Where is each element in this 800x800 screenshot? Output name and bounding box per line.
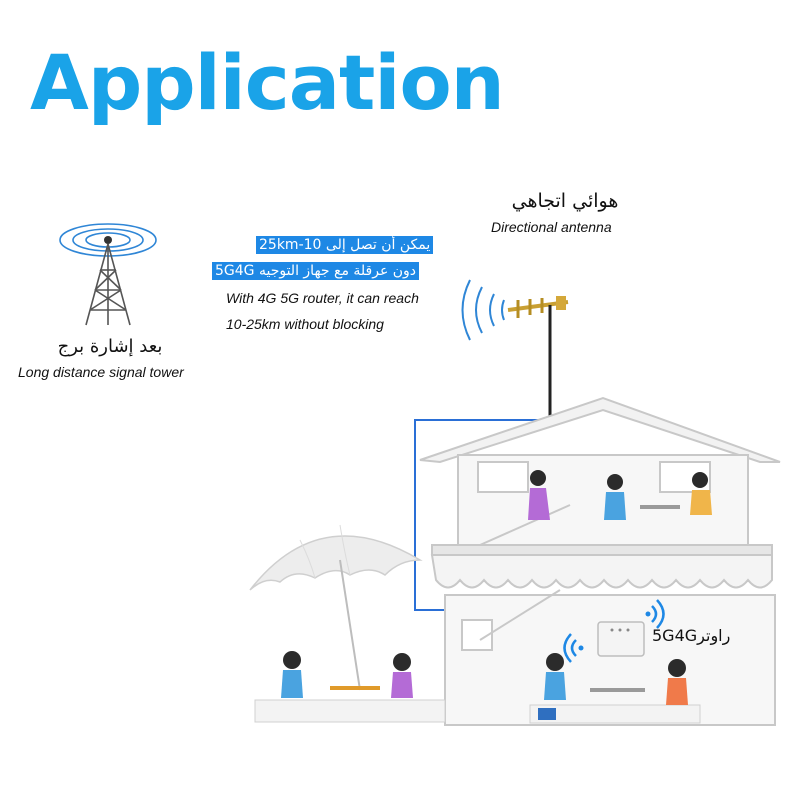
- fence-illustration: [254, 699, 701, 724]
- router-label: راوتر5G4G: [652, 626, 731, 645]
- reach-english-line-2: 10-25km without blocking: [226, 316, 384, 332]
- reach-english-line-1: With 4G 5G router, it can reach: [226, 290, 419, 306]
- house-illustration: [419, 396, 781, 726]
- router-icon: [597, 621, 645, 657]
- reach-arabic-line-2: دون عرقلة مع جهاز التوجيه 5G4G: [212, 262, 420, 280]
- antenna-label-arabic: هوائي اتجاهي: [511, 190, 619, 212]
- signal-tower-icon: [59, 223, 157, 326]
- wifi-icon: [563, 633, 584, 663]
- wifi-icon: [645, 599, 665, 629]
- people-illustration: [281, 470, 712, 720]
- umbrella-illustration: [249, 524, 423, 691]
- antenna-label-english: Directional antenna: [491, 219, 612, 235]
- page-title: Application: [30, 38, 505, 127]
- directional-antenna-icon: [507, 296, 569, 318]
- reach-arabic-line-1: يمكن أن تصل إلى 10-25km: [256, 236, 434, 254]
- tower-label-english: Long distance signal tower: [18, 364, 184, 380]
- antenna-signal-icon: [461, 279, 505, 341]
- tower-label-arabic: بعد إشارة برج: [57, 336, 163, 357]
